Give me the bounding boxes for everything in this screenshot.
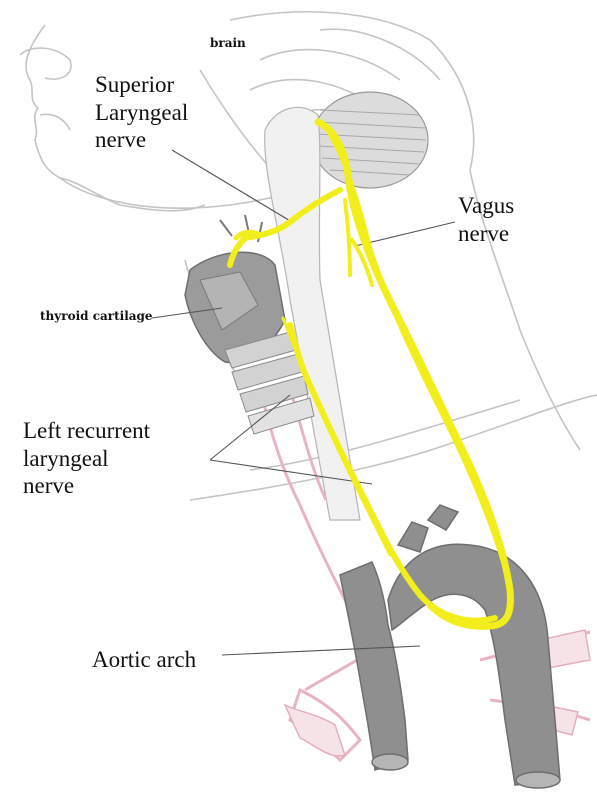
shoulder-line	[189, 394, 597, 501]
leader-lines	[151, 149, 456, 656]
face-profile	[25, 24, 206, 212]
brainstem	[264, 106, 361, 521]
nerves	[227, 118, 514, 630]
brain-fold-4	[319, 28, 441, 81]
brain-label: brain	[210, 36, 246, 50]
vagus-line-2: nerve	[458, 220, 510, 246]
skull-line	[229, 11, 475, 171]
sln-line-2: Laryngeal	[95, 99, 189, 125]
vagus-nerve-label: Vagus nerve	[458, 192, 514, 247]
nose	[19, 47, 72, 80]
left-recurrent-laryngeal-nerve-label: Left recurrent laryngeal nerve	[23, 417, 150, 500]
lips	[39, 113, 71, 131]
neck-back	[469, 169, 581, 451]
lrln-leader-1	[209, 394, 291, 461]
vagus-nerve-strand	[328, 133, 510, 582]
vagus-nerve-branch-2	[350, 238, 374, 287]
superior-laryngeal-nerve-label: Superior Laryngeal nerve	[95, 71, 188, 154]
aortic-arch	[339, 504, 561, 789]
lrln-line-2: laryngeal	[23, 445, 109, 471]
superior-laryngeal-branch	[233, 229, 263, 241]
lrln-line-1: Left recurrent	[23, 418, 151, 443]
recurrent-laryngeal-strand	[281, 316, 392, 557]
vagus-nerve-branch	[343, 198, 352, 277]
thyroid-leader	[151, 307, 223, 319]
aortic-arch-label: Aortic arch	[92, 647, 197, 672]
vagus-line-1: Vagus	[458, 193, 515, 218]
vagus-leader	[354, 221, 456, 247]
superior-laryngeal-nerve	[227, 187, 343, 268]
sln-line-3: nerve	[95, 127, 147, 153]
brain-fold-1	[259, 48, 401, 81]
sln-line-1: Superior	[95, 72, 175, 97]
cerebellum	[311, 91, 429, 189]
thyroid-cartilage-label: thyroid cartilage	[40, 309, 153, 323]
lrln-line-3: nerve	[23, 473, 75, 499]
aortic-leader	[221, 645, 421, 656]
lrln-leader-2	[209, 459, 373, 485]
sln-leader	[171, 149, 293, 223]
